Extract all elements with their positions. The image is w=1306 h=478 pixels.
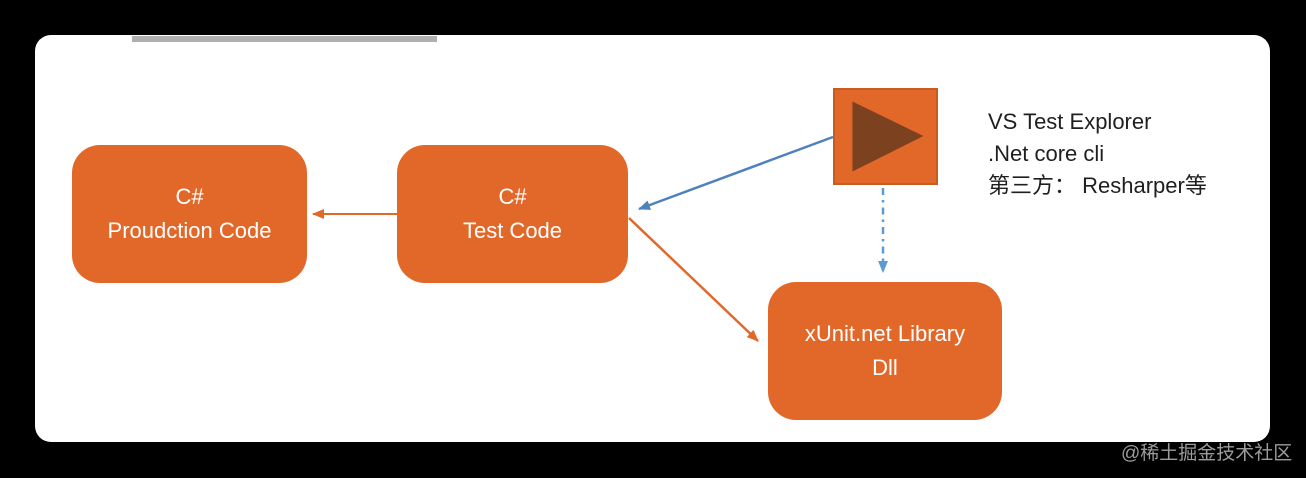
node-test-line1: C# [498,184,527,209]
node-test-code: C# Test Code [397,145,628,283]
watermark: @稀土掘金技术社区 [1121,443,1293,464]
node-xunit-line1: xUnit.net Library [804,321,966,346]
node-test-line2: Test Code [462,218,563,243]
annotation-test-runners: VS Test Explorer .Net core cli 第三方： Resh… [988,106,1207,202]
test-runner-box [833,88,938,185]
annotation-line-3: 第三方： Resharper等 [988,173,1207,198]
annotation-line-1: VS Test Explorer [988,109,1152,134]
node-production-code: C# Proudction Code [72,145,307,283]
node-production-line1: C# [175,184,204,209]
play-icon [852,101,924,172]
node-xunit-library: xUnit.net Library Dll [768,282,1002,420]
node-production-line2: Proudction Code [107,218,272,243]
annotation-line-2: .Net core cli [988,141,1105,166]
top-bar [132,36,437,42]
node-xunit-line2: Dll [872,355,898,380]
